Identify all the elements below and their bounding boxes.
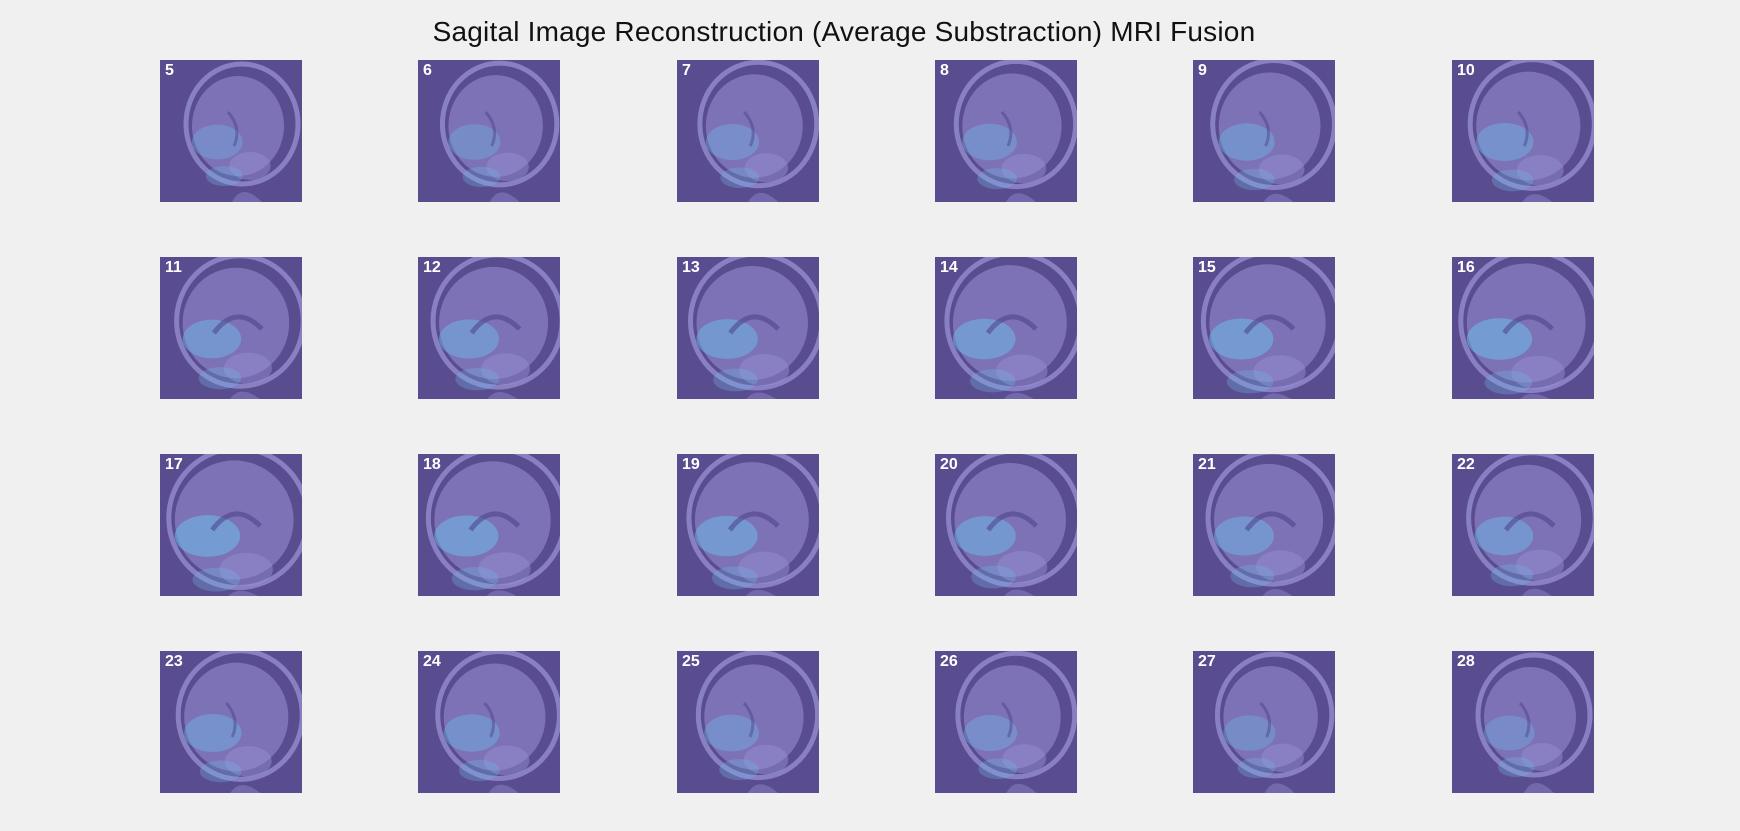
brain-slice-image [425,454,560,596]
mri-slice-tile: 5 [160,60,302,202]
brain-slice-image [175,651,302,793]
mri-slice-tile: 18 [418,454,560,596]
mri-slice-tile: 10 [1452,60,1594,202]
brain-slice-image [1458,257,1594,399]
figure-title: Sagital Image Reconstruction (Average Su… [432,16,1256,47]
slice-number-label: 7 [682,62,691,79]
slice-number-label: 13 [682,259,700,276]
brain-slice-image [435,651,560,793]
brain-slice-image [955,651,1077,793]
brain-slice-image [1205,454,1335,596]
mri-slice-tile: 8 [935,60,1077,202]
brain-slice-image [1200,257,1335,399]
slice-number-label: 11 [165,259,182,276]
slice-number-label: 20 [940,456,958,473]
mri-slice-tile: 26 [935,651,1077,793]
mri-slice-tile: 27 [1193,651,1335,793]
slice-number-label: 5 [165,62,174,79]
mri-slice-tile: 15 [1193,257,1335,399]
brain-slice-image [166,454,302,596]
mri-slice-tile: 6 [418,60,560,202]
mri-slice-tile: 13 [677,257,819,399]
slice-number-label: 21 [1198,456,1216,473]
brain-slice-image [1475,652,1593,793]
slice-number-label: 6 [423,62,432,79]
slice-number-label: 26 [940,653,958,670]
slice-number-label: 8 [940,62,949,79]
brain-slice-image [697,60,819,202]
brain-slice-image [430,257,560,399]
brain-slice-image [1466,454,1594,596]
slice-grid: 5 6 7 8 9 10 11 12 13 14 15 16 17 18 19 20 21 22 23 24 25 26 2… [160,60,1594,795]
mri-slice-tile: 19 [677,454,819,596]
mri-slice-tile: 17 [160,454,302,596]
brain-slice-image [695,651,819,793]
brain-slice-image [945,454,1077,596]
slice-number-label: 12 [423,259,441,276]
brain-slice-image [174,257,302,399]
slice-number-label: 25 [682,653,700,670]
mri-slice-tile: 25 [677,651,819,793]
slice-number-label: 22 [1457,456,1475,473]
brain-slice-image [944,257,1077,399]
mri-slice-tile: 20 [935,454,1077,596]
mri-slice-tile: 12 [418,257,560,399]
slice-number-label: 14 [940,259,958,276]
brain-slice-image [1210,60,1335,202]
mri-slice-tile: 24 [418,651,560,793]
slice-number-label: 10 [1457,62,1475,79]
mri-slice-tile: 9 [1193,60,1335,202]
mri-slice-tile: 21 [1193,454,1335,596]
slice-number-label: 17 [165,456,183,473]
slice-number-label: 27 [1198,653,1216,670]
brain-slice-image [183,61,301,202]
mri-slice-tile: 28 [1452,651,1594,793]
mri-slice-tile: 22 [1452,454,1594,596]
brain-slice-image [1467,60,1594,202]
mri-slice-tile: 14 [935,257,1077,399]
brain-slice-image [686,454,819,596]
slice-number-label: 24 [423,653,441,670]
mri-slice-tile: 7 [677,60,819,202]
mri-slice-tile: 16 [1452,257,1594,399]
slice-number-label: 28 [1457,653,1475,670]
brain-slice-image [687,257,819,399]
slice-number-label: 16 [1457,259,1475,276]
slice-number-label: 19 [682,456,700,473]
mri-slice-tile: 23 [160,651,302,793]
brain-slice-image [953,60,1077,202]
brain-slice-image [1214,651,1335,793]
slice-number-label: 23 [165,653,183,670]
slice-number-label: 18 [423,456,441,473]
brain-slice-image [439,60,560,202]
slice-number-label: 9 [1198,62,1207,79]
slice-number-label: 15 [1198,259,1216,276]
mri-slice-tile: 11 [160,257,302,399]
